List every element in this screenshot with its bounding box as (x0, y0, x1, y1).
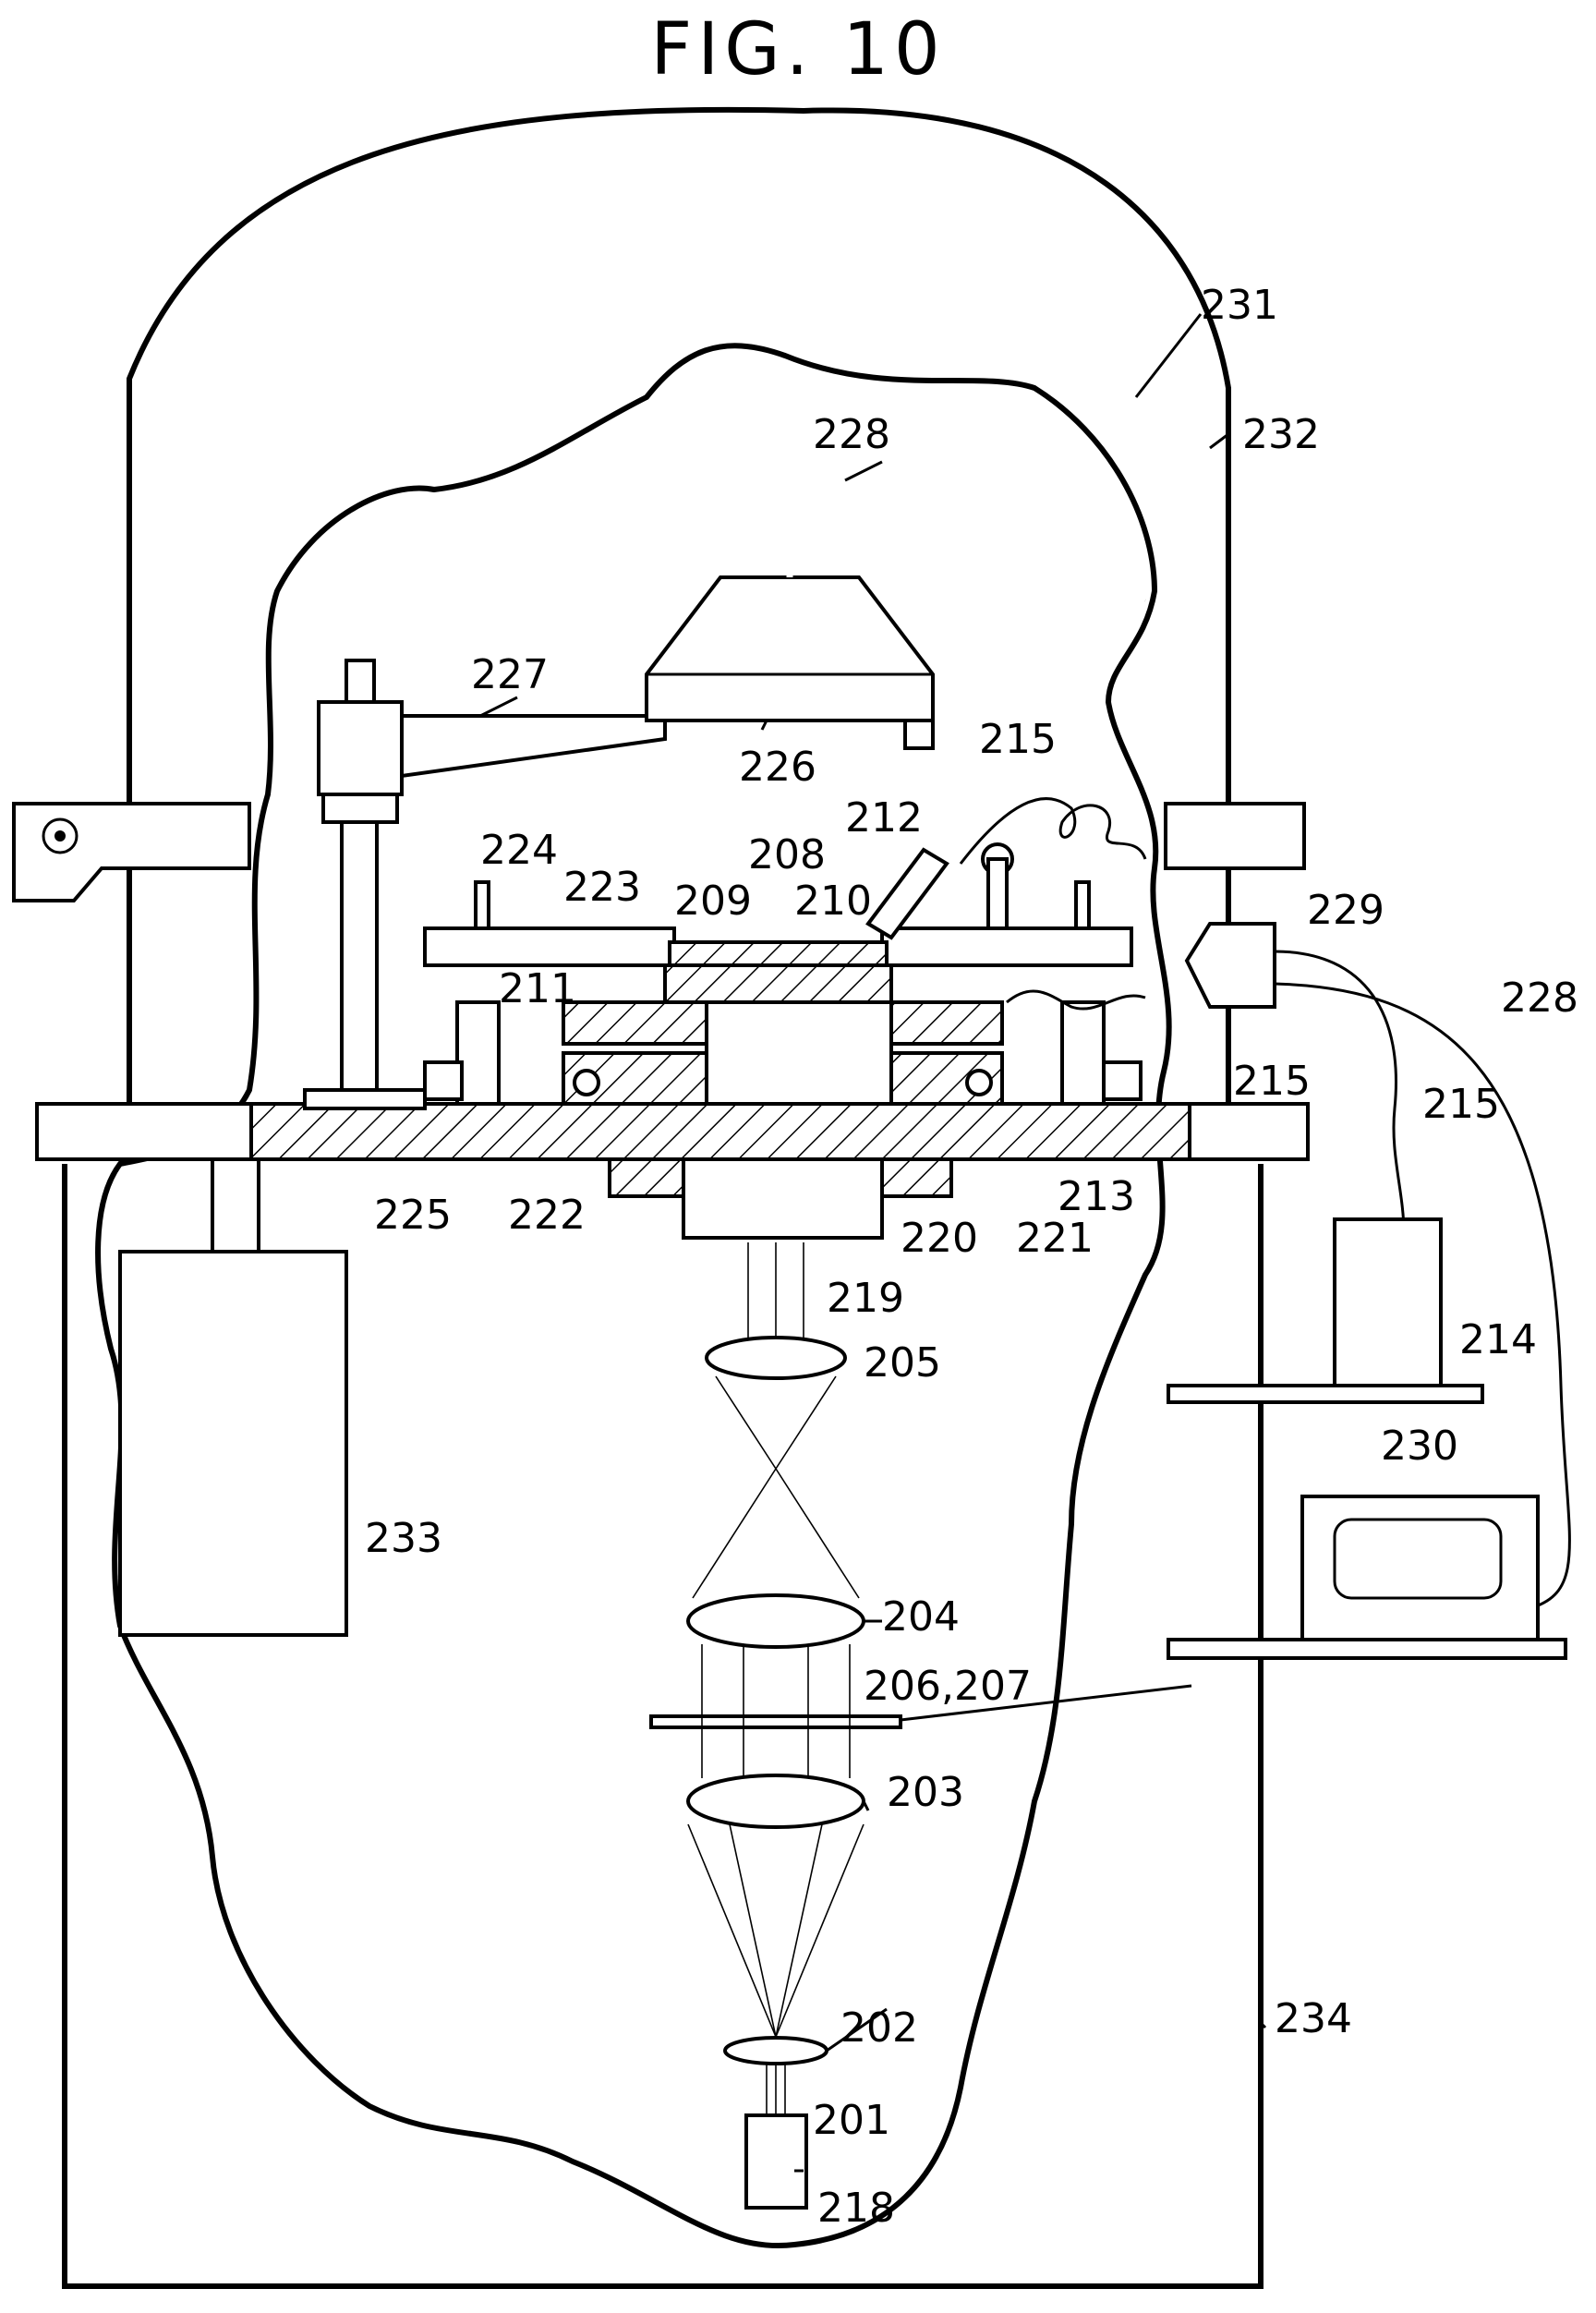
label-223: 223 (563, 864, 641, 911)
ray-3 (730, 1824, 776, 2037)
left-bracket-bolt-center (54, 830, 66, 842)
mask-208 (670, 942, 887, 965)
shelf-230 (1168, 1640, 1566, 1658)
source-218 (746, 2115, 806, 2208)
label-215-b: 215 (1233, 1058, 1311, 1105)
monitor-230 (1302, 1496, 1538, 1640)
right-bracket (1166, 804, 1304, 868)
label-203: 203 (887, 1769, 964, 1816)
box-233-mount (212, 1159, 259, 1252)
label-234: 234 (1275, 1995, 1352, 2042)
label-218: 218 (817, 2185, 895, 2232)
label-227: 227 (471, 651, 549, 698)
window-219 (683, 1159, 882, 1238)
base-plate (249, 1104, 1191, 1159)
port-229 (1187, 924, 1275, 1007)
post-foot (305, 1090, 425, 1108)
lens-203 (688, 1775, 864, 1827)
label-206-207: 206,207 (864, 1663, 1032, 1710)
label-213: 213 (1058, 1173, 1135, 1220)
lens-202 (725, 2038, 827, 2064)
label-212: 212 (845, 794, 923, 842)
base-plate-right-ext (1190, 1104, 1308, 1159)
label-201: 201 (813, 2097, 890, 2144)
unit-214 (1335, 1219, 1441, 1386)
figure-title: FIG. 10 (650, 8, 945, 91)
sensor-right (1104, 1062, 1141, 1099)
label-222: 222 (508, 1192, 586, 1239)
ray-12 (776, 1376, 836, 1469)
support-screw-224-right (1076, 882, 1089, 928)
label-220: 220 (901, 1215, 978, 1262)
upper-plate-left (425, 928, 674, 965)
sensor-left (425, 1062, 462, 1099)
label-231: 231 (1201, 282, 1278, 329)
base-plate-left-ext (37, 1104, 251, 1159)
arm-227 (402, 716, 665, 776)
label-228-top: 228 (813, 411, 890, 458)
post-nut (323, 794, 397, 822)
ray-9 (693, 1469, 776, 1598)
label-211: 211 (499, 965, 576, 1012)
post-clamp (319, 702, 402, 794)
label-233: 233 (365, 1515, 442, 1562)
stage-window (707, 1002, 891, 1104)
ball-left (574, 1071, 598, 1095)
ray-10 (776, 1469, 859, 1598)
side-post-right (1062, 1002, 1104, 1104)
label-221: 221 (1016, 1215, 1094, 1262)
label-205: 205 (864, 1339, 941, 1387)
lens-204 (688, 1595, 864, 1647)
label-230: 230 (1381, 1423, 1458, 1470)
support-screw-224-left (476, 882, 489, 928)
label-219: 219 (827, 1275, 904, 1322)
shelf-214 (1168, 1386, 1482, 1402)
ray-1 (688, 1824, 776, 2037)
ray-4 (776, 1824, 822, 2037)
upper-plate-right (882, 928, 1131, 965)
label-228-right: 228 (1501, 975, 1578, 1022)
label-215-a: 215 (979, 716, 1057, 763)
ball-right (967, 1071, 991, 1095)
lens-205 (707, 1338, 845, 1378)
label-202: 202 (840, 2004, 918, 2052)
label-229: 229 (1307, 887, 1384, 934)
post-thread (346, 660, 374, 702)
stage-layer-1 (665, 965, 891, 1002)
filter-206-207 (651, 1716, 901, 1727)
label-224: 224 (480, 827, 558, 874)
probe-212 (868, 850, 947, 938)
head-226-tab (905, 721, 933, 748)
label-209: 209 (674, 878, 752, 925)
label-210: 210 (794, 878, 872, 925)
box-233 (120, 1252, 346, 1635)
label-214: 214 (1459, 1316, 1537, 1363)
head-226 (647, 577, 933, 721)
probe-stand (988, 859, 1007, 928)
ray-11 (716, 1376, 776, 1469)
label-204: 204 (882, 1593, 960, 1641)
label-208: 208 (748, 831, 826, 878)
label-232: 232 (1242, 411, 1320, 458)
label-215-c: 215 (1422, 1081, 1500, 1128)
label-226: 226 (739, 744, 816, 791)
label-225: 225 (374, 1192, 452, 1239)
